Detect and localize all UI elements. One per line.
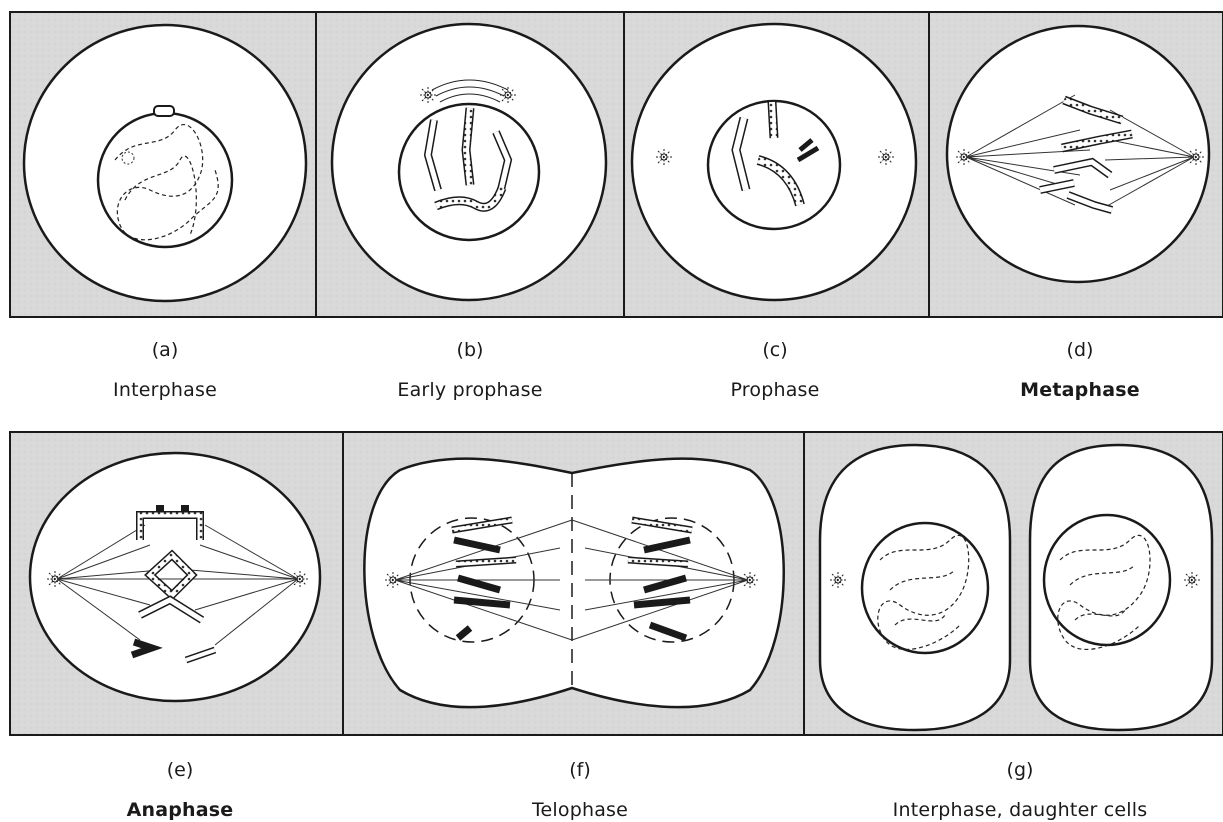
cell-anaphase — [30, 453, 320, 701]
label-panel-g: (g) Interphase, daughter cells — [855, 758, 1185, 822]
cell-early-prophase — [332, 24, 606, 300]
panel-letter: (g) — [855, 758, 1185, 782]
phase-name: Metaphase — [975, 378, 1185, 402]
label-panel-f: (f) Telophase — [460, 758, 700, 822]
panel-letter: (f) — [460, 758, 700, 782]
phase-name: Interphase, daughter cells — [855, 798, 1185, 822]
label-panel-d: (d) Metaphase — [975, 338, 1185, 402]
phase-name: Interphase — [60, 378, 270, 402]
panel-letter: (b) — [360, 338, 580, 362]
label-panel-e: (e) Anaphase — [60, 758, 300, 822]
panel-letter: (e) — [60, 758, 300, 782]
cell-daughter-right — [1030, 445, 1212, 730]
label-panel-c: (c) Prophase — [670, 338, 880, 402]
panel-letter: (d) — [975, 338, 1185, 362]
phase-name: Prophase — [670, 378, 880, 402]
cell-daughter-left — [820, 445, 1010, 730]
cell-prophase — [632, 24, 916, 300]
cell-telophase — [364, 459, 783, 708]
phase-name: Early prophase — [360, 378, 580, 402]
phase-name: Anaphase — [60, 798, 300, 822]
phase-name: Telophase — [460, 798, 700, 822]
cell-interphase — [24, 25, 306, 301]
label-panel-b: (b) Early prophase — [360, 338, 580, 402]
panel-letter: (c) — [670, 338, 880, 362]
panel-letter: (a) — [60, 338, 270, 362]
cell-metaphase — [947, 26, 1209, 282]
label-panel-a: (a) Interphase — [60, 338, 270, 402]
